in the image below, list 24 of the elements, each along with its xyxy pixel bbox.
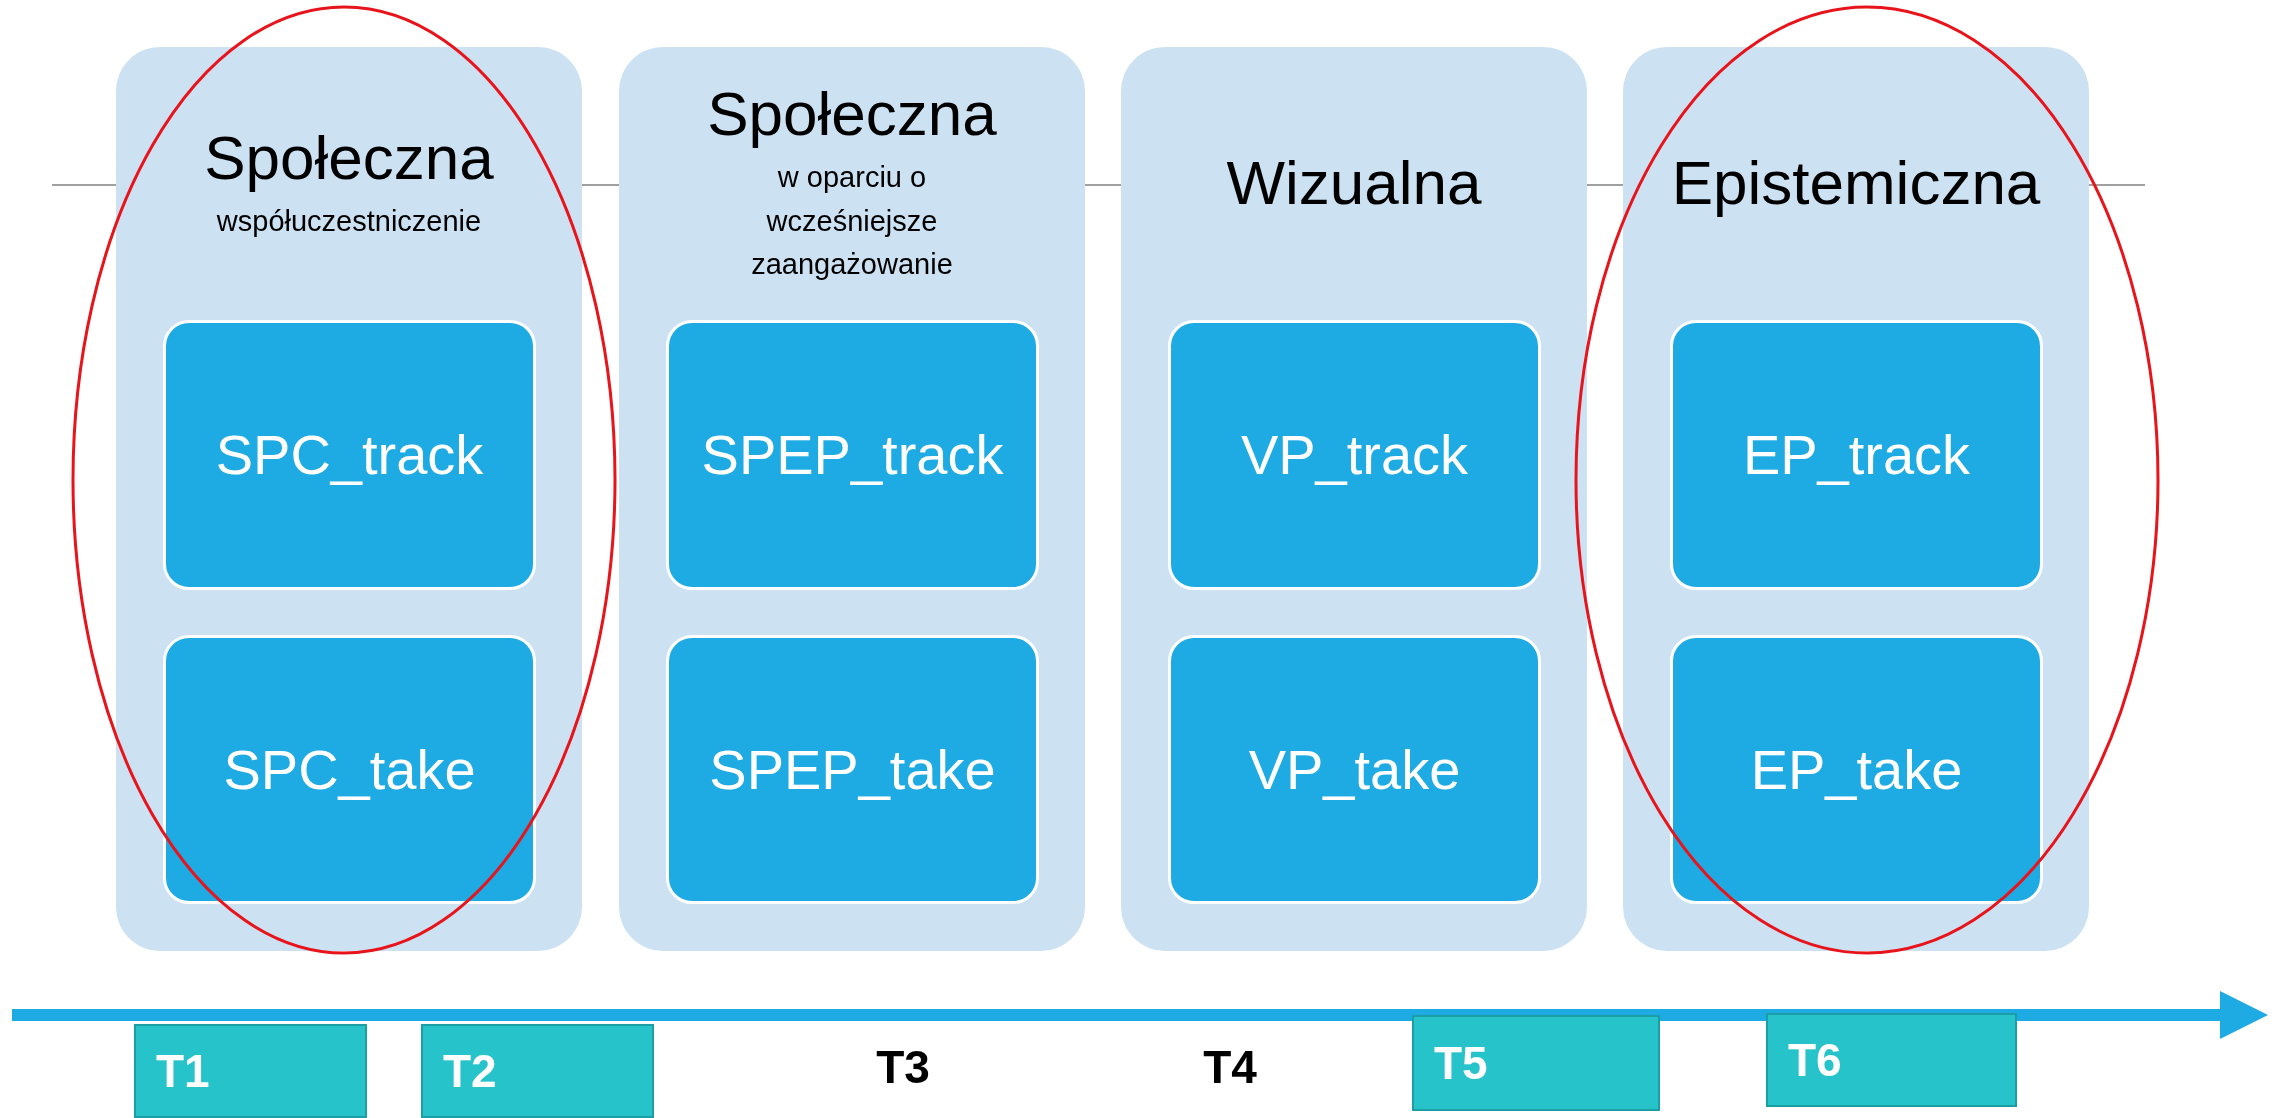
track-box: EP_track [1670, 320, 2043, 590]
track-box: VP_take [1168, 635, 1541, 904]
track-box: SPEP_take [666, 635, 1039, 904]
panel-title: Wizualna [1226, 149, 1482, 218]
time-label: T3 [876, 1044, 930, 1090]
panel-title: Społeczna [707, 80, 997, 149]
track-box: SPEP_track [666, 320, 1039, 590]
panel-title: Epistemiczna [1671, 149, 2041, 218]
time-tag: T1 [134, 1024, 367, 1118]
time-tag: T5 [1412, 1015, 1660, 1111]
panel-subtitle: współuczestniczenie [216, 203, 482, 239]
panel-title: Społeczna [204, 123, 494, 192]
time-label: T4 [1203, 1044, 1257, 1090]
category-panel [1623, 47, 2089, 951]
category-panel [1121, 47, 1587, 951]
track-box: VP_track [1168, 320, 1541, 590]
track-box: SPC_track [163, 320, 536, 590]
track-box: EP_take [1670, 635, 2043, 904]
category-panel [619, 47, 1085, 951]
panel-subtitle: w oparciu o wcześniejsze zaangażowanie [750, 160, 954, 283]
time-tag: T2 [421, 1024, 654, 1118]
track-box: SPC_take [163, 635, 536, 904]
time-tag: T6 [1766, 1013, 2017, 1107]
category-panel [116, 47, 582, 951]
